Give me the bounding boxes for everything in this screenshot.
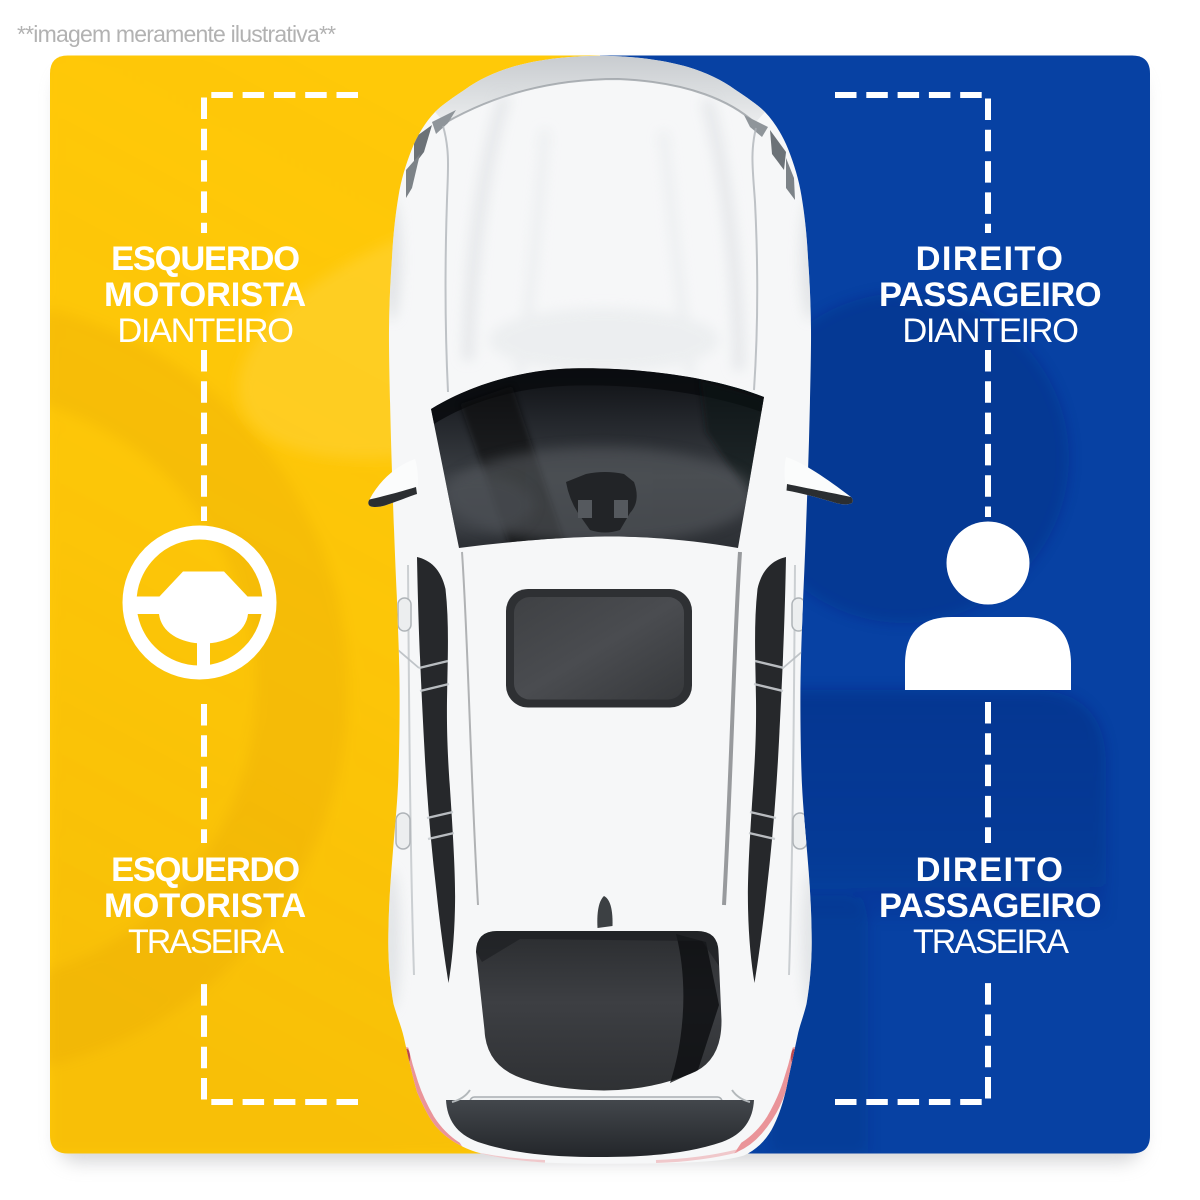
svg-text:TRASEIRA: TRASEIRA (913, 923, 1069, 961)
svg-text:ESQUERDO: ESQUERDO (111, 240, 299, 278)
svg-text:DIANTEIRO: DIANTEIRO (902, 312, 1078, 350)
svg-text:DIANTEIRO: DIANTEIRO (117, 312, 293, 350)
svg-text:ESQUERDO: ESQUERDO (111, 851, 299, 889)
svg-text:MOTORISTA: MOTORISTA (104, 887, 306, 925)
svg-text:MOTORISTA: MOTORISTA (104, 276, 306, 314)
svg-text:DIREITO: DIREITO (916, 240, 1065, 278)
svg-text:PASSAGEIRO: PASSAGEIRO (879, 887, 1101, 925)
svg-text:TRASEIRA: TRASEIRA (128, 923, 284, 961)
svg-text:**imagem meramente ilustrativa: **imagem meramente ilustrativa** (17, 21, 336, 47)
svg-text:PASSAGEIRO: PASSAGEIRO (879, 276, 1101, 314)
svg-text:DIREITO: DIREITO (916, 851, 1065, 889)
